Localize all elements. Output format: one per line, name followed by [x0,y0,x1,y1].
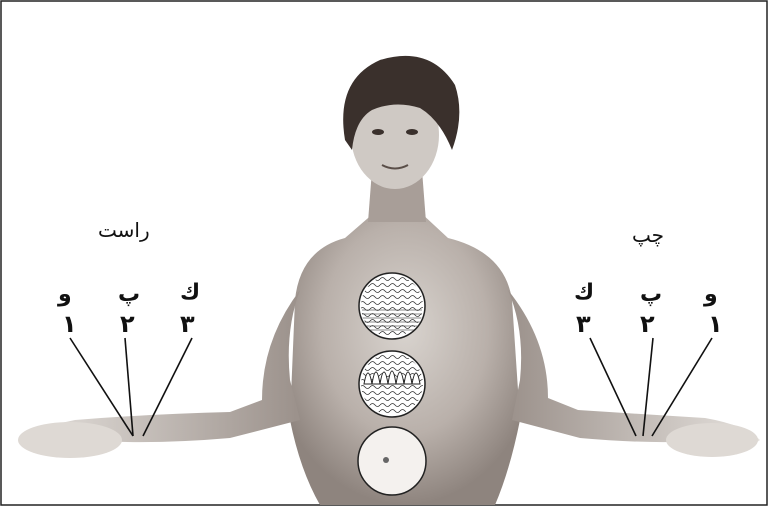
left-letter-2: پ [118,284,140,306]
left-digit-1: ١ [62,312,77,336]
right-letter-2: پ [640,284,662,306]
upper-circle [359,273,425,339]
left-digit-3: ٣ [180,312,195,336]
right-letter-1: ك [574,282,594,304]
right-digit-2: ٢ [640,312,655,336]
middle-circle [359,351,425,417]
left-side-label: راست [98,220,150,240]
right-hand [666,423,758,457]
right-side-label: چپ [632,225,664,245]
left-digit-2: ٢ [120,312,135,336]
right-letter-3: و [704,284,718,306]
left-letter-1: و [58,284,72,306]
left-hand [18,422,122,458]
right-digit-3: ١ [708,312,723,336]
right-digit-1: ٣ [576,312,591,336]
lower-circle [358,427,426,495]
left-letter-3: ك [180,282,200,304]
